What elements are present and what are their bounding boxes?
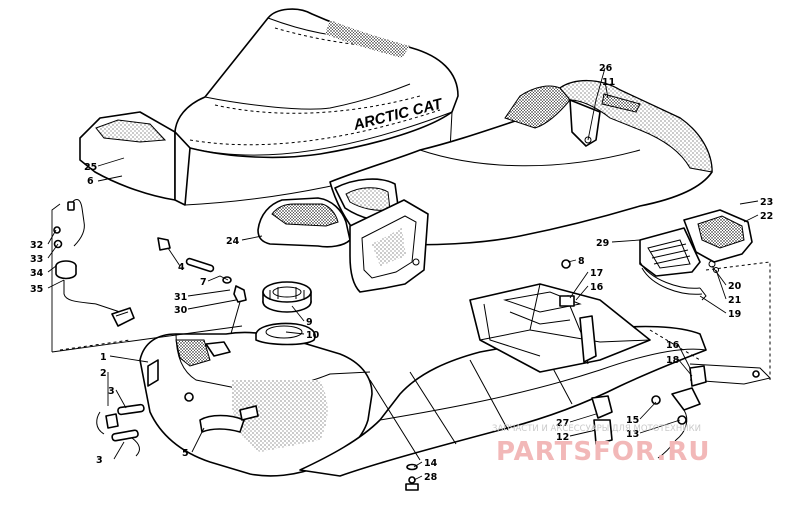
- callout-5: 5: [182, 448, 189, 459]
- callout-18: 18: [666, 355, 680, 366]
- taillight-housing: [639, 209, 753, 301]
- callout-27: 27: [556, 418, 569, 429]
- hose-clamps: [96, 403, 145, 457]
- callout-32: 32: [30, 240, 43, 251]
- callout-25: 25: [84, 162, 97, 173]
- callout-17: 17: [590, 268, 603, 279]
- callout-28: 28: [424, 472, 438, 483]
- watermark-tagline: ЗАПЧАСТИ И АКСЕССУАРЫ ДЛЯ МОТОТЕХНИКИ: [492, 424, 701, 434]
- callout-33: 33: [30, 254, 43, 265]
- belly-pan: [299, 283, 707, 477]
- callout-15: 15: [626, 415, 639, 426]
- watermark-logo: PARTSFOR.RU: [496, 437, 710, 467]
- callout-7: 7: [200, 277, 207, 288]
- callout-8: 8: [578, 256, 585, 267]
- callout-2: 2: [100, 368, 107, 379]
- latch-linkage: [559, 259, 771, 459]
- callout-21: 21: [728, 295, 741, 306]
- callout-11: 11: [602, 77, 615, 88]
- callout-3b: 3: [96, 455, 103, 466]
- callout-26: 26: [599, 63, 613, 74]
- callout-13: 13: [626, 429, 639, 440]
- seat-cover-upper: ARCTIC CAT: [79, 8, 459, 206]
- callout-12: 12: [556, 432, 569, 443]
- callout-20: 20: [728, 281, 742, 292]
- bottom-fasteners: [405, 463, 419, 491]
- callout-16b: 16: [666, 340, 680, 351]
- side-panel: [257, 197, 351, 248]
- callout-16a: 16: [590, 282, 604, 293]
- leader-lines: [47, 67, 771, 481]
- fuel-sender-assembly: [53, 199, 135, 327]
- callout-4: 4: [178, 262, 185, 273]
- callout-3a: 3: [108, 386, 115, 397]
- callout-labels: 25 6 26 11 23 22 24 29 32 33 34 35 4 7 3…: [30, 63, 773, 483]
- callout-14: 14: [424, 458, 438, 469]
- watermark: ЗАПЧАСТИ И АКСЕССУАРЫ ДЛЯ МОТОТЕХНИКИ PA…: [492, 424, 710, 467]
- callout-10: 10: [306, 330, 320, 341]
- callout-1: 1: [100, 352, 107, 363]
- callout-35: 35: [30, 284, 43, 295]
- callout-22: 22: [760, 211, 773, 222]
- callout-9: 9: [306, 317, 313, 328]
- callout-30: 30: [174, 305, 188, 316]
- callout-34: 34: [30, 268, 44, 279]
- callout-24: 24: [226, 236, 240, 247]
- callout-23: 23: [760, 197, 773, 208]
- center-bracket: [349, 199, 429, 293]
- callout-19: 19: [728, 309, 741, 320]
- callout-31: 31: [174, 292, 187, 303]
- callout-6: 6: [87, 176, 94, 187]
- callout-29: 29: [596, 238, 609, 249]
